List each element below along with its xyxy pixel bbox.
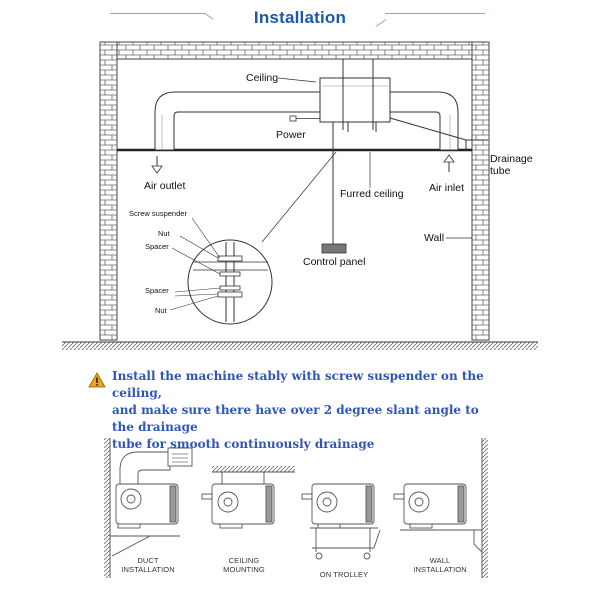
caption-duct-installation: DUCT INSTALLATION [116,556,180,574]
on-trolley-figure [301,483,381,560]
caption-wall-installation-line2: INSTALLATION [413,565,467,574]
hanger-rods [342,59,374,130]
installation-note-line2: and make sure there have over 2 degree s… [112,403,479,434]
drainage-tube-label-line1: Drainage [490,153,533,165]
screw-suspender-detail [187,239,273,325]
nut-bottom-label: Nut [155,306,167,315]
furred-ceiling-label: Furred ceiling [340,188,404,200]
screw-suspender-label: Screw suspender [129,209,187,218]
caption-on-trolley: ON TROLLEY [310,570,378,579]
caption-wall-installation-line1: WALL [429,556,451,565]
caption-ceiling-mounting: CEILING MOUNTING [212,556,276,574]
detail-connector [261,151,337,243]
title-bar: Installation [0,0,600,40]
caption-duct-installation-line2: INSTALLATION [121,565,175,574]
caption-ceiling-mounting-line1: CEILING [228,556,260,565]
drainage-tube-label-line2: tube [490,165,511,177]
ceiling-leader [277,77,317,83]
nut-top-label: Nut [158,229,170,238]
ceiling-mounting-figure [201,466,295,529]
control-panel-icon [321,243,347,254]
duct-right [389,91,459,151]
ceiling-label: Ceiling [246,72,279,84]
caption-wall-installation: WALL INSTALLATION [404,556,476,574]
title-rule-left [110,13,205,14]
air-outlet-label: Air outlet [144,180,186,192]
floor [62,341,538,350]
installation-note-line3: tube for smooth continuously drainage [112,437,375,451]
drainage-tube-label: Drainage tube [490,153,533,177]
power-plug-icon [289,115,320,122]
spacer-bottom-label: Spacer [145,286,169,295]
installation-note-line1: Install the machine stably with screw su… [112,369,484,400]
detail-leaders [169,217,221,311]
brick-wall [99,41,490,341]
warning-icon [88,372,106,388]
title-rule-right [385,13,485,14]
caption-ceiling-mounting-line2: MOUNTING [223,565,265,574]
control-panel-label: Control panel [303,256,366,268]
wall-label: Wall [424,232,445,244]
power-label: Power [276,129,306,141]
drainage-tube [389,117,488,150]
air-handler-unit [319,77,391,132]
air-inlet-arrow-icon [443,154,455,172]
air-inlet-label: Air inlet [429,182,465,194]
air-outlet-arrow-icon [151,156,163,174]
spacer-top-label: Spacer [145,242,169,251]
installation-note: Install the machine stably with screw su… [112,368,502,453]
caption-on-trolley-line1: ON TROLLEY [319,570,369,579]
caption-duct-installation-line1: DUCT [137,556,159,565]
page-title: Installation [253,8,347,27]
control-panel-cable [321,122,347,254]
wall-installation-figure [393,438,488,578]
duct-installation-figure [104,438,193,578]
